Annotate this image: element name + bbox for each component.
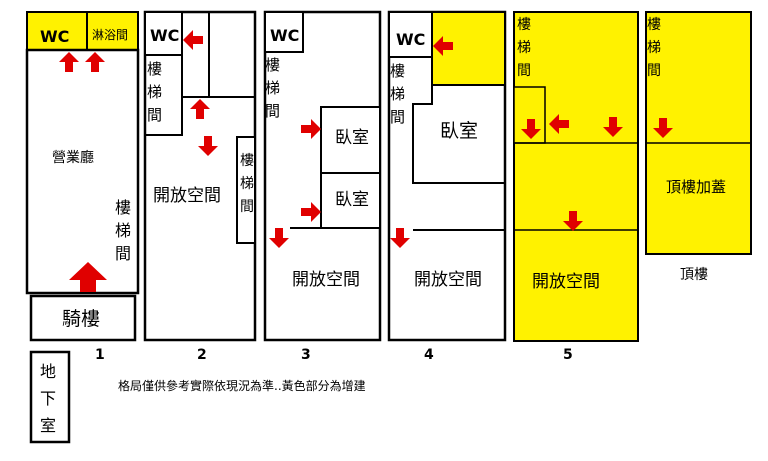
floor-3-bedroom-1-label: 臥室 — [335, 128, 369, 148]
floor-1-plan — [25, 11, 140, 342]
arrow-down-icon — [198, 136, 218, 156]
arrow-down-icon — [269, 228, 289, 248]
arrow-down-icon — [603, 117, 623, 137]
floor-1-hall-label: 營業廳 — [52, 150, 94, 166]
floor-4-number: 4 — [424, 347, 434, 363]
floor-3-number: 3 — [301, 347, 311, 363]
floor-1-number: 1 — [95, 347, 105, 363]
arrow-left-icon — [183, 30, 203, 50]
arrow-down-icon — [563, 211, 583, 231]
floor-3-wc-room — [264, 11, 304, 53]
basement-box — [29, 350, 71, 444]
floor-2-right-stair-room — [236, 136, 256, 244]
floor-2-number: 2 — [197, 347, 207, 363]
layout-note: 格局僅供參考實際依現況為準..黃色部分為增建 — [118, 379, 366, 393]
floor-5-outline — [513, 11, 639, 342]
floor-5-number: 5 — [563, 347, 573, 363]
roof-stairs-label: 樓 梯 間 — [647, 17, 661, 79]
floor-4-yellow-addition — [431, 11, 506, 86]
roof-caption: 頂樓 — [680, 267, 708, 283]
arrow-down-icon — [390, 228, 410, 248]
floor-1-hall-room — [25, 48, 140, 295]
floor-4-open-label: 開放空間 — [414, 270, 482, 290]
floor-4-stair-wall — [412, 57, 505, 184]
arrow-right-icon — [301, 119, 321, 139]
floor-2-open-label: 開放空間 — [153, 186, 221, 206]
floor-4-plan — [387, 10, 507, 342]
arrow-down-icon — [521, 119, 541, 139]
roof-addition-label: 頂樓加蓋 — [666, 178, 727, 196]
floor-2-plan — [143, 10, 257, 342]
floor-5-stairs-label: 樓 梯 間 — [517, 17, 531, 79]
arrow-left-icon — [549, 114, 569, 134]
floor-1-stairs-label: 樓 梯 間 — [115, 198, 132, 263]
floor-2-stairs-left-label: 樓 梯 間 — [147, 60, 163, 124]
floor-1-wc-label: WC — [40, 27, 70, 46]
floor-3-bedroom-2-room — [320, 172, 381, 229]
floor-3-stairs-label: 樓 梯 間 — [265, 56, 281, 120]
floor-5-plan — [513, 11, 639, 342]
floor-2-inner-room-wall — [181, 55, 255, 98]
floor-5-open-label: 開放空間 — [532, 272, 600, 292]
floor-4-stairs-label: 樓 梯 間 — [390, 62, 406, 126]
floor-4-wc-label: WC — [396, 30, 426, 49]
floor-4-bedroom-label: 臥室 — [440, 120, 479, 142]
floor-3-wc-label: WC — [270, 26, 300, 45]
basement-label: 地 下 室 — [40, 362, 57, 435]
arrow-up-icon — [69, 262, 107, 292]
arrow-right-icon — [301, 202, 321, 222]
arrow-up-icon — [59, 52, 79, 72]
floor-2-wc-label: WC — [150, 26, 180, 45]
floor-1-bath-label: 淋浴間 — [92, 28, 129, 42]
floor-3-plan — [263, 10, 382, 342]
floor-2-stairs-right-label: 樓 梯 間 — [240, 153, 254, 215]
floor-2-wc-room — [144, 11, 183, 56]
arrow-down-icon — [653, 118, 673, 138]
floor-3-open-label: 開放空間 — [292, 270, 360, 290]
floor-4-wc-room — [388, 11, 433, 58]
floor-1-arcade-label: 騎樓 — [62, 308, 101, 330]
arrow-up-icon — [85, 52, 105, 72]
floor-1-arcade-room — [29, 294, 137, 342]
floor-3-bedroom-2-label: 臥室 — [335, 190, 369, 210]
arrow-left-icon — [433, 36, 453, 56]
arrow-up-icon — [190, 99, 210, 119]
